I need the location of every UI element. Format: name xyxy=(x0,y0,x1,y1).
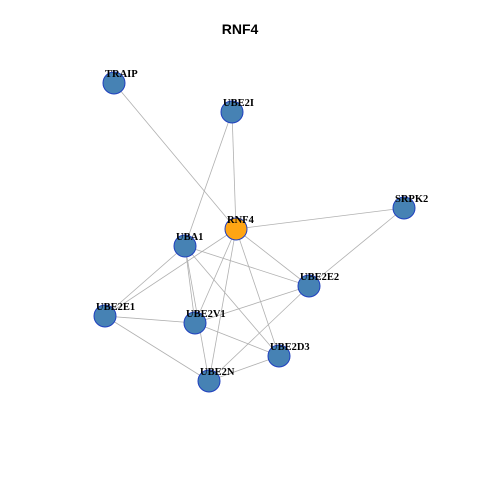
node-ube2n xyxy=(197,369,221,393)
edge-rnf4-srpk2 xyxy=(235,207,405,230)
node-label-srpk2: SRPK2 xyxy=(395,194,428,205)
node-ube2i xyxy=(220,100,244,124)
edge-uba1-ube2e2 xyxy=(184,245,310,287)
edge-srpk2-ube2e2 xyxy=(308,207,405,287)
node-label-ube2v1: UBE2V1 xyxy=(186,309,226,320)
node-label-ube2n: UBE2N xyxy=(200,367,235,378)
node-ube2e1 xyxy=(93,304,117,328)
node-label-traip: TRAIP xyxy=(105,69,138,80)
node-label-uba1: UBA1 xyxy=(176,232,203,243)
edge-ube2e2-ube2n xyxy=(208,285,310,382)
edge-rnf4-ube2e2 xyxy=(235,228,310,287)
edge-ube2v1-ube2d3 xyxy=(194,322,280,357)
node-ube2e2 xyxy=(297,274,321,298)
node-ube2v1 xyxy=(183,311,207,335)
node-label-ube2i: UBE2I xyxy=(223,98,254,109)
node-label-rnf4: RNF4 xyxy=(227,215,255,226)
edge-ube2i-uba1 xyxy=(184,111,233,247)
edge-ube2d3-ube2n xyxy=(208,355,280,382)
edge-uba1-ube2e1 xyxy=(104,245,186,317)
node-srpk2 xyxy=(392,196,416,220)
edge-uba1-ube2d3 xyxy=(184,245,280,357)
edge-rnf4-ube2n xyxy=(208,228,237,382)
edge-rnf4-ube2v1 xyxy=(194,228,237,324)
edge-ube2e1-ube2n xyxy=(104,315,210,382)
node-label-ube2d3: UBE2D3 xyxy=(270,342,310,353)
node-label-ube2e2: UBE2E2 xyxy=(300,272,339,283)
edge-uba1-ube2v1 xyxy=(184,245,196,324)
node-label-ube2e1: UBE2E1 xyxy=(96,302,135,313)
node-traip xyxy=(102,71,126,95)
edge-rnf4-ube2i xyxy=(231,111,237,230)
node-ube2d3 xyxy=(267,344,291,368)
node-uba1 xyxy=(173,234,197,258)
edge-ube2e1-ube2v1 xyxy=(104,315,196,324)
node-rnf4 xyxy=(224,217,248,241)
graph-title: RNF4 xyxy=(221,21,259,37)
edge-rnf4-ube2d3 xyxy=(235,228,280,357)
edge-ube2e2-ube2v1 xyxy=(194,285,310,324)
edge-rnf4-traip xyxy=(113,82,237,230)
edge-layer xyxy=(104,82,405,382)
node-layer xyxy=(93,71,416,393)
label-layer: TRAIP UBE2I SRPK2RNF4UBA1UBE2E2UBE2E1UBE2V… xyxy=(96,69,428,378)
edge-rnf4-ube2e1 xyxy=(104,228,237,317)
